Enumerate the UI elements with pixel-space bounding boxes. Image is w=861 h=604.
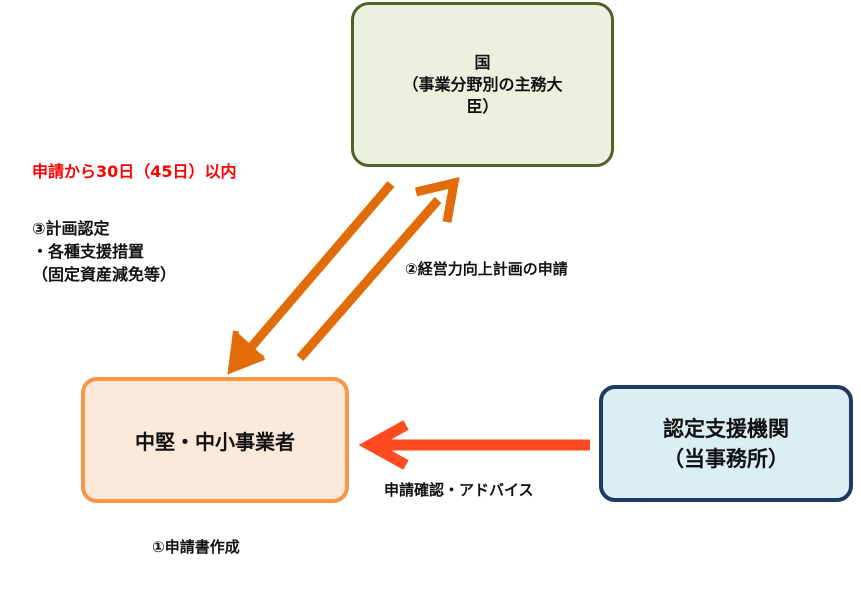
node-company-label: 中堅・中小事業者 — [135, 429, 295, 454]
application-arrow — [296, 177, 460, 361]
advice-label: 申請確認・アドバイス — [384, 481, 534, 499]
create-label: ①申請書作成 — [152, 538, 240, 556]
node-support: 認定支援機関 （当事務所） — [599, 385, 853, 502]
node-company: 中堅・中小事業者 — [81, 377, 349, 503]
approval-label: ③計画認定 ・各種支援措置 （固定資産減免等） — [32, 217, 176, 286]
node-kuni: 国 （事業分野別の主務大臣） — [351, 2, 614, 167]
node-kuni-subtitle: （事業分野別の主務大臣） — [402, 74, 563, 116]
deadline-label: 申請から30日（45日）以内 — [32, 162, 237, 181]
node-support-line1: 認定支援機関 — [663, 416, 789, 441]
approval-label-line1: ③計画認定 — [32, 219, 110, 238]
node-support-line2: （当事務所） — [663, 446, 789, 471]
approval-arrow — [227, 181, 395, 375]
approval-label-line3: （固定資産減免等） — [32, 265, 177, 284]
application-label: ②経営力向上計画の申請 — [405, 260, 568, 278]
approval-label-line2: ・各種支援措置 — [32, 242, 145, 261]
node-kuni-title: 国 — [474, 52, 491, 72]
advice-arrow — [358, 420, 590, 470]
